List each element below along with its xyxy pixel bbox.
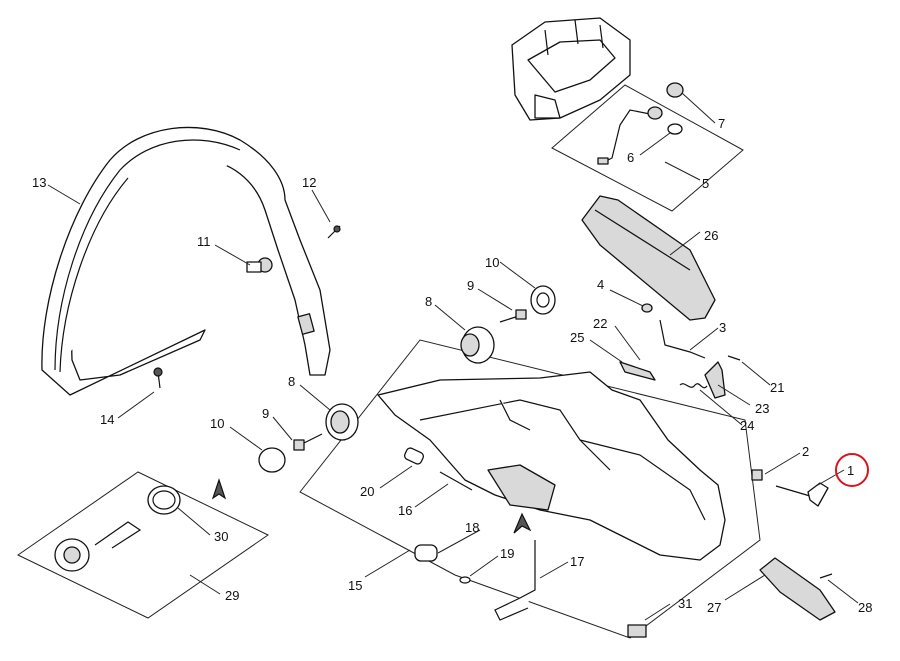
top-right-group-box [551, 84, 744, 212]
callout-16: 16 [398, 503, 412, 518]
part-9-lower-bolt [293, 433, 323, 451]
part-2-nut [751, 469, 763, 481]
callout-25: 25 [570, 330, 584, 345]
part-4-pin [641, 303, 653, 313]
engine-block-top [511, 17, 631, 121]
part-25-lever [619, 361, 656, 381]
part-10-lower-cap [258, 447, 286, 473]
leader-lines [47, 92, 859, 621]
part-15-rear-handle-housing [377, 371, 726, 561]
callout-5: 5 [702, 176, 709, 191]
part-20-bushing [403, 447, 425, 465]
part-8-lower-mount [325, 403, 359, 441]
callout-13: 13 [32, 175, 46, 190]
highlight-circle-callout-1 [835, 453, 869, 487]
callout-19: 19 [500, 546, 514, 561]
part-18-bushing [414, 544, 438, 562]
part-17-pin [494, 540, 536, 621]
callout-10-upper: 10 [485, 255, 499, 270]
callout-1: 1 [847, 463, 854, 478]
callout-3: 3 [719, 320, 726, 335]
callout-6: 6 [627, 150, 634, 165]
main-housing-group-box [299, 339, 761, 639]
callout-22: 22 [593, 316, 607, 331]
assembly-arrow-housing [513, 512, 532, 534]
part-9-upper-bolt [499, 309, 527, 323]
callout-11: 11 [197, 234, 211, 249]
assembly-arrow-fuel [211, 478, 227, 500]
part-29-fuel-cap [54, 521, 142, 572]
callout-2: 2 [802, 444, 809, 459]
part-30-seal-ring [147, 485, 181, 515]
fuel-cap-group-box [17, 471, 269, 619]
callout-29: 29 [225, 588, 239, 603]
part-10-upper-cap [530, 285, 556, 315]
part-11-stud [246, 257, 273, 273]
callout-15: 15 [348, 578, 362, 593]
callout-21: 21 [770, 380, 784, 395]
part-1-throttle-rod [775, 482, 829, 507]
callout-30: 30 [214, 529, 228, 544]
part-16-bolt [439, 471, 473, 491]
callout-14: 14 [100, 412, 114, 427]
part-7-grommet [666, 82, 684, 98]
part-26-top-cover [581, 195, 716, 321]
part-12-screw [327, 225, 341, 239]
callout-26: 26 [704, 228, 718, 243]
part-3-spring-rod [659, 319, 706, 359]
part-28-screw [819, 573, 833, 579]
callout-27: 27 [707, 600, 721, 615]
callout-labels: 1 2 3 4 5 6 7 8 8 9 9 10 10 11 12 13 14 … [32, 116, 872, 615]
callout-12: 12 [302, 175, 316, 190]
callout-9-upper: 9 [467, 278, 474, 293]
callout-24: 24 [740, 418, 754, 433]
part-6-ring [667, 123, 683, 135]
part-14-screw [153, 367, 163, 389]
callout-18: 18 [465, 520, 479, 535]
callout-20: 20 [360, 484, 374, 499]
part-27-cover-plate [759, 557, 836, 621]
callout-10-lower: 10 [210, 416, 224, 431]
callout-8-lower: 8 [288, 374, 295, 389]
part-19-o-ring [459, 576, 471, 584]
callout-9-lower: 9 [262, 406, 269, 421]
part-13-front-handle [41, 126, 331, 396]
part-21-pin [727, 355, 741, 361]
callout-4: 4 [597, 277, 604, 292]
callout-23: 23 [755, 401, 769, 416]
part-8-upper-mount [460, 326, 495, 364]
callout-7: 7 [718, 116, 725, 131]
callout-28: 28 [858, 600, 872, 615]
callout-31: 31 [678, 596, 692, 611]
part-5-switch-wire [597, 106, 663, 165]
part-31-label [627, 624, 647, 638]
callout-17: 17 [570, 554, 584, 569]
part-23-trigger [704, 361, 726, 399]
callout-8-upper: 8 [425, 294, 432, 309]
part-24-spring [679, 383, 708, 389]
